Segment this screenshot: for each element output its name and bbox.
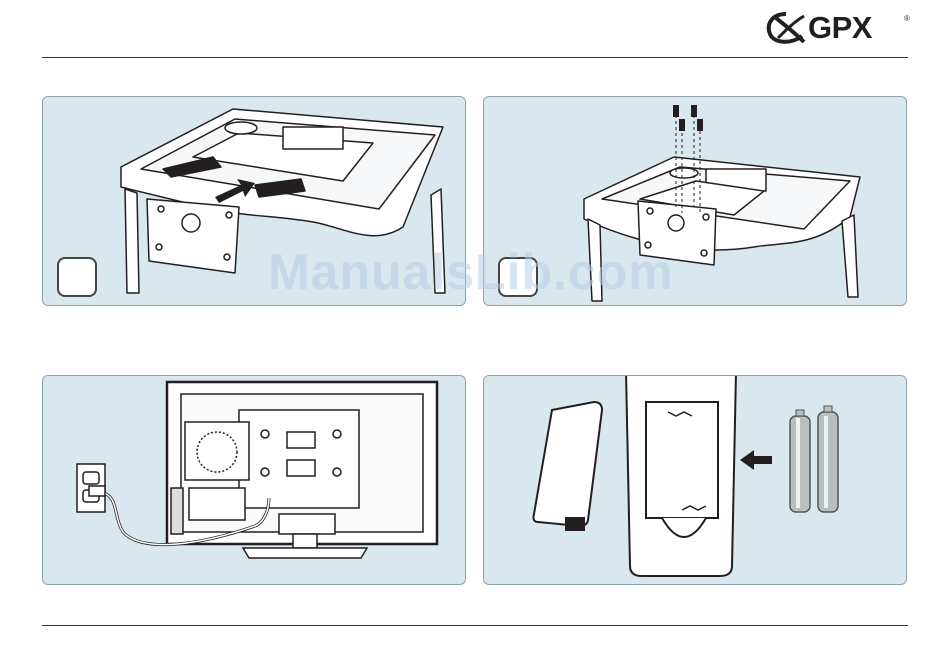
panel-connect-power: [42, 375, 466, 585]
brand-name: GPX: [808, 10, 872, 46]
tv-back-illustration: [43, 376, 466, 585]
registered-mark: ®: [904, 14, 910, 23]
step-box-1: [57, 257, 97, 297]
footer-divider: [42, 625, 908, 626]
header-divider: [42, 57, 908, 58]
power-outlet-icon: [89, 486, 105, 496]
gpx-logo: GPX ®: [764, 8, 914, 50]
battery-icon: [790, 406, 838, 512]
panel-insert-batteries: [483, 375, 907, 585]
watermark: ManualsLib.com: [268, 243, 674, 301]
arrow-left-icon: [740, 450, 772, 470]
remote-control-icon: [484, 376, 907, 585]
